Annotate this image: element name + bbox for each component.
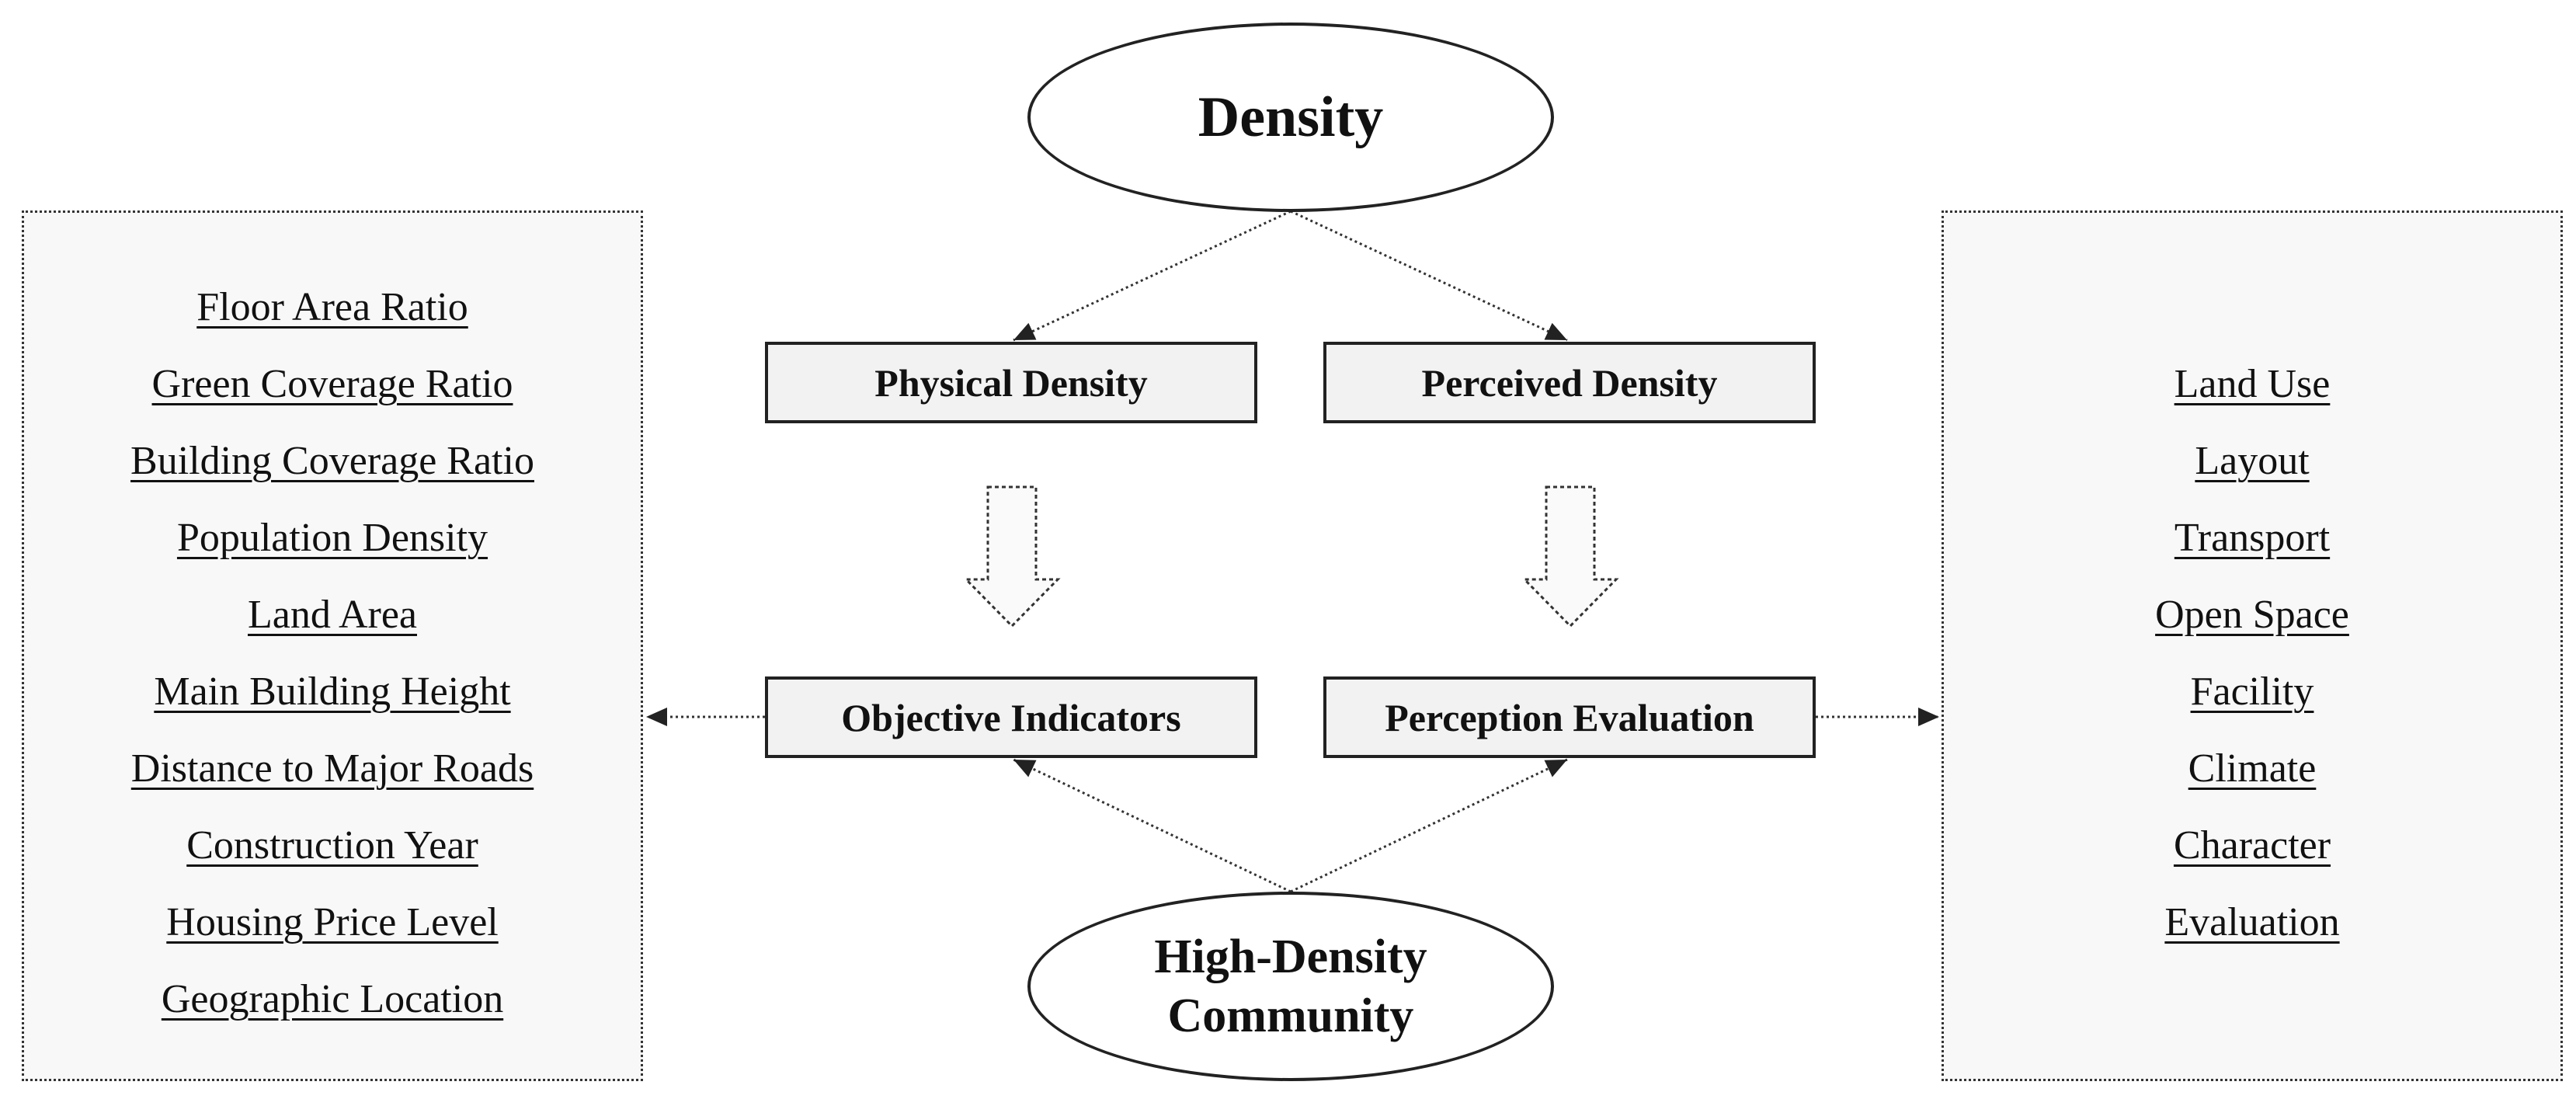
- connector-density-to-physical: [1013, 210, 1291, 342]
- connector-density-to-perceived: [1290, 210, 1568, 342]
- block-arrow-down-left: [963, 485, 1061, 628]
- list-item: Main Building Height: [154, 669, 511, 714]
- list-item: Layout: [2195, 439, 2310, 483]
- objective-indicators-box: Objective Indicators: [765, 676, 1257, 758]
- list-item: Distance to Major Roads: [130, 746, 534, 791]
- list-item: Green Coverage Ratio: [151, 362, 513, 406]
- connector-community-to-objective: [1013, 758, 1291, 893]
- list-item: Population Density: [176, 516, 488, 560]
- list-item: Character: [2173, 823, 2331, 868]
- perceived-density-box: Perceived Density: [1323, 342, 1816, 423]
- connector-community-to-perception: [1290, 758, 1568, 893]
- density-node: Density: [1027, 23, 1554, 212]
- block-arrow-down-right: [1521, 485, 1619, 628]
- community-label-line2: Community: [1167, 989, 1414, 1042]
- community-label-line1: High-Density: [1154, 930, 1427, 983]
- list-item: Building Coverage Ratio: [130, 439, 534, 483]
- density-label: Density: [1198, 85, 1384, 149]
- list-item: Housing Price Level: [166, 900, 499, 944]
- list-item: Climate: [2188, 746, 2317, 791]
- perception-evaluation-box: Perception Evaluation: [1323, 676, 1816, 758]
- list-item: Geographic Location: [161, 977, 504, 1021]
- list-item: Facility: [2190, 669, 2314, 714]
- perception-evaluation-label: Perception Evaluation: [1385, 695, 1754, 739]
- physical-density-label: Physical Density: [874, 360, 1148, 405]
- list-item: Open Space: [2155, 593, 2349, 637]
- list-item: Floor Area Ratio: [196, 285, 468, 329]
- physical-density-box: Physical Density: [765, 342, 1257, 423]
- objective-indicators-panel: Floor Area Ratio Green Coverage Ratio Bu…: [22, 210, 643, 1081]
- list-item: Land Area: [247, 593, 417, 637]
- high-density-community-node: High-Density Community: [1027, 892, 1554, 1081]
- perceived-density-label: Perceived Density: [1421, 360, 1718, 405]
- list-item: Evaluation: [2164, 900, 2340, 944]
- list-item: Construction Year: [186, 823, 478, 868]
- objective-indicators-label: Objective Indicators: [841, 695, 1181, 739]
- list-item: Land Use: [2174, 362, 2331, 406]
- perception-evaluation-panel: Land Use Layout Transport Open Space Fac…: [1942, 210, 2563, 1081]
- list-item: Transport: [2174, 516, 2331, 560]
